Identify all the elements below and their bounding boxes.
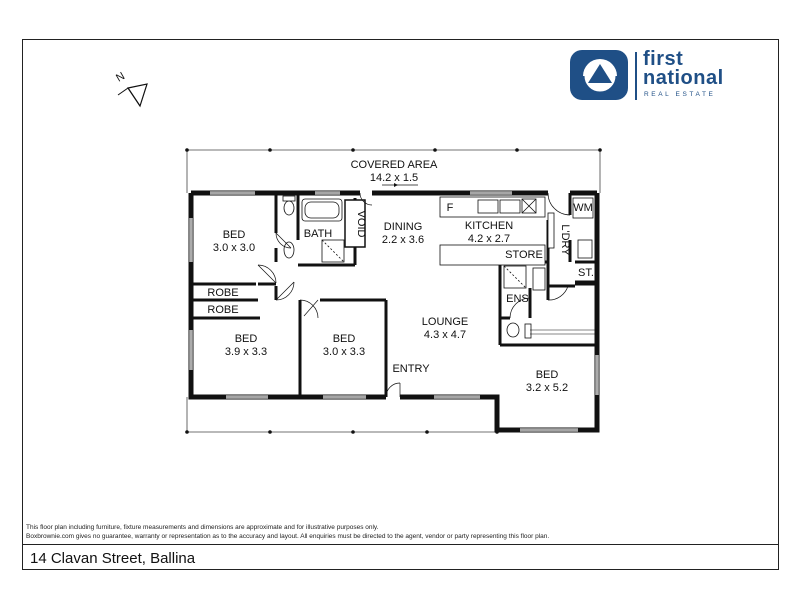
logo-emblem-icon [570,50,628,100]
disclaimer-line-1: This floor plan including furniture, fix… [26,524,379,531]
bed-top-left-label: BED [223,229,246,241]
robe-label-1: ROBE [207,287,238,299]
compass-label: N [114,70,127,84]
ensuite-fixtures [503,265,546,339]
property-address: 14 Clavan Street, Ballina [30,550,196,567]
bed-left-dims: 3.9 x 3.3 [225,346,267,358]
robe-label-2: ROBE [207,304,238,316]
wm-label: WM [573,202,593,214]
laundry-label: L'DRY [559,224,571,256]
bed-mid-label: BED [333,333,356,345]
disclaimer-line-2: Boxbrownie.com gives no guarantee, warra… [26,533,550,540]
ensuite-label: ENS. [506,293,532,305]
lounge-dims: 4.3 x 4.7 [424,329,466,341]
brand-national: national [643,67,724,89]
lounge-label: LOUNGE [422,316,468,328]
covered-area-deck [185,148,602,193]
kitchen-bench [439,196,594,266]
front-deck [185,397,499,434]
dining-label: DINING [384,221,423,233]
covered-area-label: COVERED AREA [351,159,438,171]
first-national-logo: first national REAL ESTATE [570,48,740,105]
bed-mid-dims: 3.0 x 3.3 [323,346,365,358]
brand-tagline: REAL ESTATE [644,91,716,98]
window-glazing [190,192,598,431]
covered-area-arrow [382,183,418,187]
bed-right-dims: 3.2 x 5.2 [526,382,568,394]
bed-top-left-dims: 3.0 x 3.0 [213,242,255,254]
st-label: ST. [578,267,594,279]
void-label: VOID [355,211,367,238]
bath-fixtures [282,195,345,263]
footer-divider [22,544,779,545]
doors [257,192,597,398]
covered-area-dims: 14.2 x 1.5 [370,172,418,184]
kitchen-label: KITCHEN [465,220,513,232]
plan-frame [22,39,779,570]
bath-label: BATH [304,228,333,240]
dining-dims: 2.2 x 3.6 [382,234,424,246]
void-box [344,199,366,248]
entry-label: ENTRY [392,363,430,375]
bed-left-label: BED [235,333,258,345]
kitchen-dims: 4.2 x 2.7 [468,233,510,245]
fridge-label: F [447,202,454,214]
bed-right-label: BED [536,369,559,381]
store-label: STORE [505,249,543,261]
logo-divider [635,52,637,100]
north-arrow-icon: N [114,70,148,108]
brand-first: first [643,48,684,70]
